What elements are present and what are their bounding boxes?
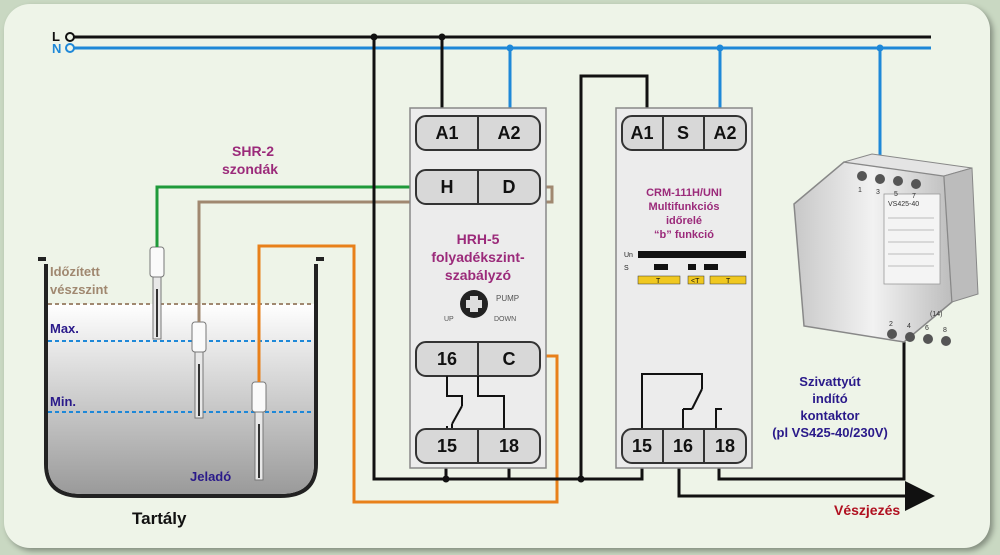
green-probe-wire [155, 185, 422, 247]
l-wiring [372, 37, 935, 511]
hrh-title-2: folyadékszint- [431, 249, 525, 265]
crm-title-4: “b” funkció [654, 229, 714, 241]
crm-term-16: 16 [673, 436, 693, 456]
tank: Időzített vészszint Max. Min. Jeladó Tar… [38, 257, 324, 528]
alarm-label: Vészjezés [834, 502, 900, 518]
contactor-model: VS425-40 [888, 201, 919, 208]
contactor-top-1: 1 [858, 187, 862, 194]
crm-title-3: időrelé [666, 215, 702, 227]
crm-term-15: 15 [632, 436, 652, 456]
hrh-title-1: HRH-5 [457, 231, 500, 247]
hrh-term-h: H [441, 177, 454, 197]
hrh-term-16: 16 [437, 349, 457, 369]
contactor-label-2: indító [812, 391, 847, 406]
contactor-label-3: kontaktor [800, 408, 859, 423]
hrh-knob: PUMP UP DOWN [444, 290, 519, 323]
contactor-bottom-2: 2 [889, 321, 893, 328]
chart-row-s: S [624, 265, 629, 272]
l-line-label: L [52, 29, 60, 44]
contactor-label-4: (pl VS425-40/230V) [772, 425, 888, 440]
crm-function-chart: Un S T <T T [624, 251, 747, 285]
knob-pump-label: PUMP [496, 294, 519, 303]
contactor-bottom-4: 4 [907, 323, 911, 330]
delay-level-label-1: Időzített [50, 264, 100, 279]
contactor: VS425-40 1 3 5 7 2 4 6 8 (14) [793, 153, 979, 346]
hrh-term-18: 18 [499, 436, 519, 456]
chart-t-2: <T [691, 278, 700, 285]
delay-level-label-2: vészszint [50, 282, 108, 297]
contactor-bottom-8: 8 [943, 327, 947, 334]
probes-title-2: szondák [222, 161, 278, 177]
min-level-label: Min. [50, 394, 76, 409]
probes-title-1: SHR-2 [232, 143, 274, 159]
hrh-term-c: C [503, 349, 516, 369]
chart-t-1: T [656, 278, 661, 285]
tank-title: Tartály [132, 509, 187, 528]
hrh-title-3: szabályzó [445, 267, 511, 283]
contactor-top-7: 7 [912, 193, 916, 200]
diagram-background: L N Időzített vészszint Max. Min. Jeladó… [4, 4, 990, 548]
knob-up-label: UP [444, 316, 454, 323]
contactor-top-3: 3 [876, 189, 880, 196]
crm-title-2: Multifunkciós [649, 201, 720, 213]
crm-term-18: 18 [715, 436, 735, 456]
knob-down-label: DOWN [494, 316, 516, 323]
probe-1 [149, 246, 165, 340]
hrh-term-a2: A2 [497, 123, 520, 143]
chart-row-un: Un [624, 252, 633, 259]
sender-label: Jeladó [190, 469, 231, 484]
contactor-bottom-6: 6 [925, 325, 929, 332]
crm-term-a1: A1 [630, 123, 653, 143]
crm-term-s: S [677, 123, 689, 143]
wiring-diagram: L N Időzített vészszint Max. Min. Jeladó… [38, 29, 979, 528]
hrh-term-15: 15 [437, 436, 457, 456]
hrh-module: A1 A2 H D HRH-5 folyadékszint- szabályzó… [409, 107, 547, 469]
crm-term-a2: A2 [713, 123, 736, 143]
contactor-top-5: 5 [894, 191, 898, 198]
n-wiring [508, 48, 882, 166]
contactor-label-1: Szivattyút [799, 374, 861, 389]
hrh-term-d: D [503, 177, 516, 197]
crm-title-1: CRM-111H/UNI [646, 187, 722, 199]
hrh-term-a1: A1 [435, 123, 458, 143]
chart-t-3: T [726, 278, 731, 285]
supply-lines: L N [52, 29, 931, 56]
max-level-label: Max. [50, 321, 79, 336]
crm-module: A1 S A2 CRM-111H/UNI Multifunkciós időre… [615, 107, 753, 469]
orange-probe-wire [257, 244, 559, 504]
n-line-label: N [52, 41, 61, 56]
contactor-code: (14) [930, 311, 942, 318]
